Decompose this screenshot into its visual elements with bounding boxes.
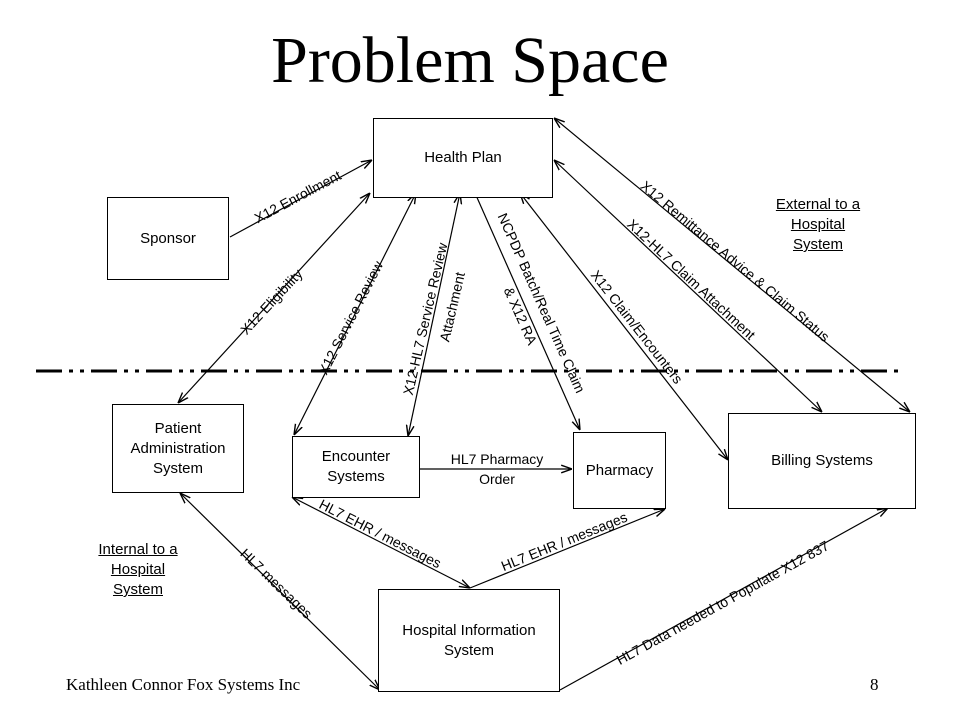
node-health-plan-label: Health Plan bbox=[424, 149, 502, 166]
edge-hl7-messages bbox=[180, 493, 380, 690]
note-internal: Internal to a Hospital System bbox=[98, 541, 178, 598]
footer-page-number: 8 bbox=[870, 675, 879, 694]
label-claim-encounters: X12 Claim/Encounters bbox=[588, 267, 686, 387]
node-billing-systems-label: Billing Systems bbox=[771, 452, 873, 469]
label-hl7-messages: HL7 messages bbox=[237, 545, 315, 621]
node-health-plan: Health Plan bbox=[373, 118, 553, 198]
node-encounter-systems-label: Encounter Systems bbox=[321, 448, 391, 485]
node-sponsor: Sponsor bbox=[107, 197, 229, 280]
edge-hl7-837 bbox=[559, 508, 888, 691]
footer-author: Kathleen Connor Fox Systems Inc bbox=[66, 675, 301, 694]
label-ehr-left: HL7 EHR / messages bbox=[317, 496, 444, 571]
node-hospital-information-system: Hospital Information System bbox=[378, 589, 560, 692]
node-sponsor-label: Sponsor bbox=[140, 229, 196, 247]
node-pharmacy-label: Pharmacy bbox=[585, 461, 654, 479]
node-billing-systems: Billing Systems bbox=[728, 413, 916, 509]
note-external: External to a Hospital System bbox=[775, 196, 861, 253]
node-hospital-information-system-label: Hospital Information System bbox=[402, 621, 536, 659]
label-service-review: X12 Service Review bbox=[315, 257, 387, 377]
slide-title: Problem Space bbox=[271, 24, 669, 97]
edge-service-review bbox=[294, 193, 416, 435]
label-hl7-837: HL7 Data needed to Populate X12 837 bbox=[614, 537, 832, 668]
edge-ehr-right bbox=[469, 509, 665, 589]
node-patient-administration-label: Patient Administration System bbox=[130, 419, 226, 477]
label-eligibility: X12 Eligibility bbox=[237, 266, 305, 338]
label-pharmacy-order-2: Order bbox=[479, 471, 515, 487]
label-pharmacy-order-1: HL7 Pharmacy bbox=[451, 451, 544, 467]
edge-remittance bbox=[554, 118, 910, 412]
node-encounter-systems: Encounter Systems bbox=[292, 436, 420, 498]
node-pharmacy: Pharmacy bbox=[573, 432, 666, 509]
node-patient-administration: Patient Administration System bbox=[112, 404, 244, 493]
label-ehr-right: HL7 EHR / messages bbox=[499, 509, 630, 574]
label-enrollment: X12 Enrollment bbox=[252, 167, 344, 226]
edge-hl7-service-review bbox=[408, 193, 460, 436]
